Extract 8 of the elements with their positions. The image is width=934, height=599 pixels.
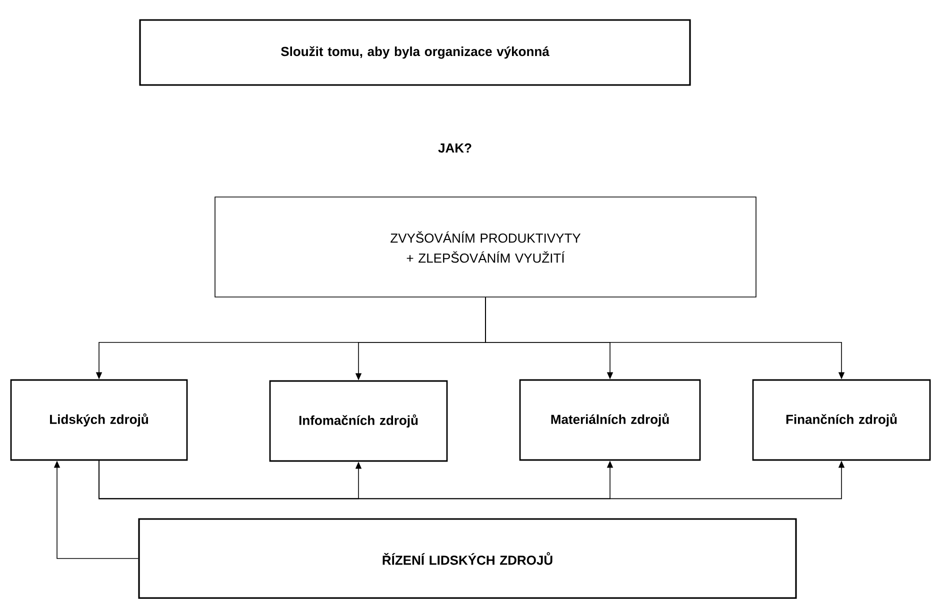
process-box: Lidských zdrojů (10, 379, 188, 461)
process-box: Materiálních zdrojů (519, 379, 701, 461)
process-box: ŘÍZENÍ LIDSKÝCH ZDROJŮ (138, 518, 797, 599)
process-box: Finančních zdrojů (752, 379, 931, 461)
process-box: Infomačních zdrojů (269, 380, 448, 462)
question-label: JAK? (438, 143, 472, 153)
process-box: Sloužit tomu, aby byla organizace výkonná (139, 19, 691, 86)
process-box: ZVYŠOVÁNÍM PRODUKTIVYTY + ZLEPŠOVÁNÍM VYUŽITÍ (214, 196, 756, 298)
